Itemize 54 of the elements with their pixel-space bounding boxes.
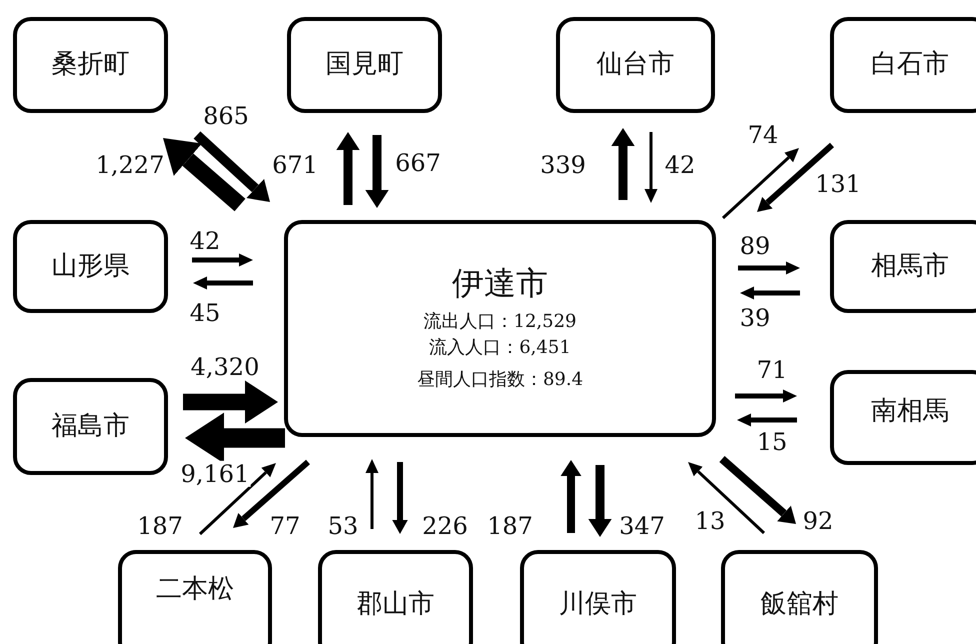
arrow: [194, 131, 270, 202]
city-box: [721, 550, 878, 644]
arrow: [738, 262, 800, 274]
city-box: [318, 550, 473, 644]
city-box: [556, 17, 715, 113]
arrow: [392, 462, 408, 534]
city-box: [118, 550, 272, 644]
arrow: [185, 412, 285, 464]
city-name: 飯舘村: [760, 589, 838, 621]
city-name: 仙台市: [596, 49, 674, 81]
arrow: [719, 456, 796, 524]
arrow: [644, 132, 658, 203]
city-box: [520, 550, 676, 644]
arrow: [722, 148, 799, 220]
city-name: 福島市: [52, 410, 130, 442]
city-name: 郡山市: [356, 589, 434, 621]
arrow: [688, 462, 766, 534]
arrow: [233, 460, 310, 528]
statistic-text: 流入人口：6,451: [429, 336, 571, 360]
city-box: [13, 378, 168, 475]
arrow: [611, 128, 635, 200]
arrow: [365, 135, 389, 208]
city-name: 白石市: [871, 49, 949, 81]
city-name: 国見町: [326, 49, 404, 81]
arrow: [193, 276, 253, 290]
arrow: [735, 390, 797, 402]
arrow: [740, 286, 800, 300]
city-name: 二本松: [156, 574, 234, 606]
arrow: [560, 460, 582, 533]
city-box: [13, 17, 168, 113]
arrow: [192, 254, 253, 266]
city-box: [13, 220, 168, 313]
city-name: 南相馬: [871, 396, 949, 428]
city-box: [287, 17, 442, 113]
statistic-text: 昼間人口指数：89.4: [416, 368, 584, 392]
city-box: [830, 370, 976, 465]
arrow: [183, 380, 278, 424]
city-name: 川俣市: [559, 589, 637, 621]
arrow: [757, 142, 834, 212]
city-name: 山形県: [52, 250, 130, 282]
arrow: [163, 138, 246, 212]
city-box: [830, 220, 976, 313]
arrow: [737, 414, 797, 426]
city-name: 桑折町: [52, 49, 130, 81]
arrow: [336, 132, 360, 205]
arrow: [366, 459, 378, 529]
city-name: 相馬市: [871, 250, 949, 282]
edge-label: 9,161: [180, 460, 250, 488]
city-box: [830, 17, 976, 113]
city-name: 伊達市: [452, 264, 548, 303]
arrow: [198, 463, 276, 536]
city-summary-box: [284, 220, 716, 437]
statistic-text: 流出人口：12,529: [424, 310, 576, 334]
arrow: [588, 465, 612, 537]
